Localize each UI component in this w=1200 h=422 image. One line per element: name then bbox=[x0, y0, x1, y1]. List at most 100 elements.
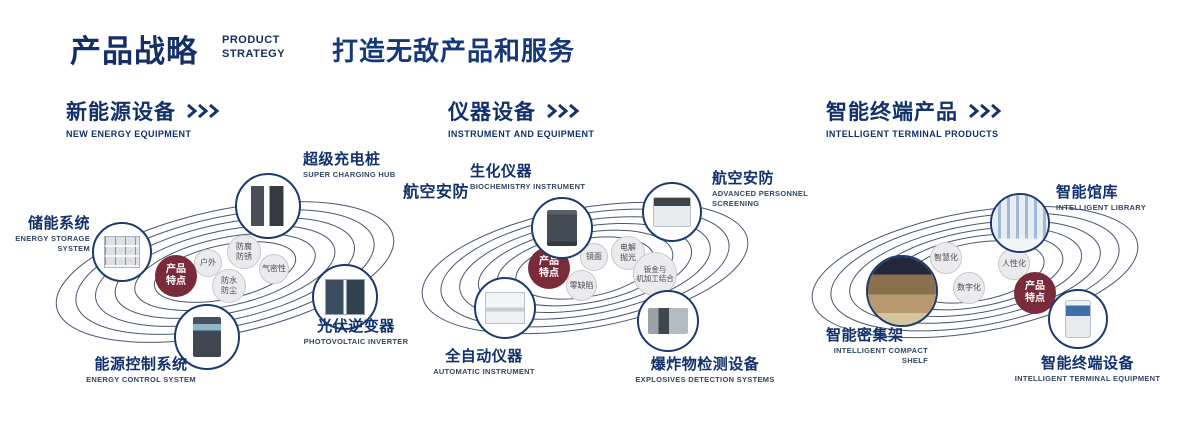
product-name-en: SUPER CHARGING HUB bbox=[303, 170, 396, 179]
feature-bubble: 防水 防尘 bbox=[212, 269, 246, 303]
product-name: 储能系统 bbox=[27, 215, 90, 232]
product-circle-biochemistry-instrument bbox=[531, 197, 593, 259]
page-tagline: 打造无敌产品和服务 bbox=[332, 36, 576, 66]
product-circle-intelligent-compact-shelf bbox=[866, 255, 938, 327]
feature-text: 防腐 bbox=[236, 242, 252, 252]
feature-text: 防尘 bbox=[221, 286, 237, 295]
product-circle-explosives-detection bbox=[637, 290, 699, 352]
section-title: 仪器设备 bbox=[448, 101, 536, 124]
product-name: 爆炸物检测设备 bbox=[650, 356, 760, 373]
product-name: 生化仪器 bbox=[470, 163, 533, 180]
energy-control-system-product-image bbox=[192, 317, 222, 357]
page-title: 产品战略 bbox=[70, 34, 198, 69]
page-title-en-line: STRATEGY bbox=[222, 47, 286, 60]
section-head-new-energy: 新能源设备 NEW ENERGY EQUIPMENT bbox=[66, 96, 220, 139]
feature-text: 钣金与 bbox=[643, 265, 667, 274]
orbit-ring bbox=[811, 205, 1139, 339]
section-title: 新能源设备 bbox=[66, 101, 176, 124]
section-subtitle: INTELLIGENT TERMINAL PRODUCTS bbox=[826, 129, 999, 139]
product-name-en: ENERGY CONTROL SYSTEM bbox=[86, 375, 196, 384]
explosives-detection-product-image bbox=[647, 307, 689, 335]
product-label-super-charging-hub: 超级充电桩 SUPER CHARGING HUB bbox=[303, 151, 433, 180]
super-charging-hub-product-image bbox=[250, 185, 286, 227]
product-circle-energy-storage bbox=[92, 222, 152, 282]
feature-text: 户外 bbox=[200, 258, 216, 268]
product-name: 智能密集架 bbox=[826, 327, 904, 344]
triple-chevron-icon bbox=[187, 104, 220, 118]
section-subtitle: INSTRUMENT AND EQUIPMENT bbox=[448, 129, 595, 139]
product-label-personnel-screening: 航空安防 ADVANCED PERSONNEL SCREENING bbox=[712, 170, 830, 209]
page-title-en-line: PRODUCT bbox=[222, 34, 280, 46]
product-circle-personnel-screening bbox=[642, 182, 702, 242]
product-label-intelligent-library: 智能馆库 INTELLIGENT LIBRARY bbox=[1056, 184, 1176, 213]
intelligent-terminal-product-image bbox=[1065, 299, 1091, 339]
product-name: 全自动仪器 bbox=[445, 348, 523, 365]
intelligent-library-product-image bbox=[992, 195, 1048, 251]
feature-text: 机加工结合 bbox=[636, 274, 674, 283]
product-label-intelligent-compact-shelf: 智能密集架 INTELLIGENT COMPACT SHELF bbox=[826, 327, 958, 366]
product-features-badge: 产品 特点 bbox=[155, 255, 197, 297]
aviation-security-side-label: 航空安防 bbox=[403, 184, 470, 201]
product-name: 能源控制系统 bbox=[94, 356, 188, 373]
feature-text: 防水 bbox=[221, 276, 237, 286]
product-label-energy-control-system: 能源控制系统 ENERGY CONTROL SYSTEM bbox=[82, 356, 200, 385]
section-head-instruments: 仪器设备 INSTRUMENT AND EQUIPMENT bbox=[448, 96, 594, 139]
product-circle-automatic-instrument bbox=[474, 277, 536, 339]
feature-text: 电解 bbox=[620, 243, 636, 253]
product-name-en: INTELLIGENT TERMINAL EQUIPMENT bbox=[1014, 374, 1161, 383]
feature-text: 镜面 bbox=[586, 252, 602, 262]
orbit-ring bbox=[830, 212, 1120, 332]
product-name: 智能馆库 bbox=[1056, 184, 1119, 201]
product-circle-energy-control-system bbox=[174, 304, 240, 370]
product-circle-super-charging-hub bbox=[235, 173, 301, 239]
feature-text: 气密性 bbox=[262, 264, 286, 274]
energy-storage-product-image bbox=[104, 235, 140, 269]
product-name: 超级充电桩 bbox=[303, 151, 381, 168]
feature-text: 数字化 bbox=[957, 283, 981, 293]
badge-line: 特点 bbox=[1025, 293, 1045, 304]
product-name: 智能终端设备 bbox=[1040, 355, 1134, 372]
personnel-screening-product-image bbox=[653, 197, 691, 227]
feature-bubble: 数字化 bbox=[953, 272, 985, 304]
triple-chevron-icon bbox=[547, 104, 580, 118]
product-label-automatic-instrument: 全自动仪器 AUTOMATIC INSTRUMENT bbox=[428, 348, 540, 377]
automatic-instrument-product-image bbox=[485, 291, 525, 325]
product-name: 航空安防 bbox=[712, 170, 775, 187]
product-circle-photovoltaic-inverter bbox=[312, 264, 378, 330]
product-features-badge: 产品 特点 bbox=[1014, 272, 1056, 314]
product-circle-intelligent-library bbox=[990, 193, 1050, 253]
product-name-en: INTELLIGENT LIBRARY bbox=[1056, 203, 1147, 212]
feature-bubble: 钣金与 机加工结合 bbox=[633, 252, 677, 296]
feature-text: 智慧化 bbox=[934, 253, 958, 263]
product-name-en: AUTOMATIC INSTRUMENT bbox=[433, 367, 535, 376]
badge-line: 产品 bbox=[1025, 280, 1045, 292]
feature-bubble: 零缺陷 bbox=[566, 270, 597, 301]
product-label-biochemistry-instrument: 生化仪器 BIOCHEMISTRY INSTRUMENT bbox=[470, 163, 610, 192]
intelligent-compact-shelf-product-image bbox=[868, 257, 936, 325]
feature-text: 人性化 bbox=[1002, 259, 1026, 269]
page-title-en: PRODUCT STRATEGY bbox=[222, 34, 285, 62]
product-label-intelligent-terminal: 智能终端设备 INTELLIGENT TERMINAL EQUIPMENT bbox=[1005, 355, 1170, 384]
feature-text: 零缺陷 bbox=[569, 280, 594, 290]
section-title: 智能终端产品 bbox=[826, 101, 958, 124]
feature-bubble: 防腐 防锈 bbox=[227, 235, 261, 269]
badge-line: 产品 bbox=[539, 255, 559, 267]
product-name-en: BIOCHEMISTRY INSTRUMENT bbox=[470, 182, 586, 191]
feature-text: 防锈 bbox=[236, 252, 252, 261]
product-circle-intelligent-terminal bbox=[1048, 289, 1108, 349]
product-name-en: ADVANCED PERSONNEL SCREENING bbox=[712, 189, 808, 208]
product-label-photovoltaic-inverter: 光伏逆变器 PHOTOVOLTAIC INVERTER bbox=[300, 318, 412, 347]
feature-bubble: 智慧化 bbox=[930, 242, 962, 274]
orbit-ring bbox=[114, 225, 336, 319]
product-label-energy-storage: 储能系统 ENERGY STORAGE SYSTEM bbox=[4, 215, 90, 254]
orbit-ring bbox=[849, 220, 1101, 324]
product-name-en: ENERGY STORAGE SYSTEM bbox=[15, 234, 90, 253]
product-name-en: INTELLIGENT COMPACT SHELF bbox=[833, 346, 928, 365]
section-head-intelligent-terminal: 智能终端产品 INTELLIGENT TERMINAL PRODUCTS bbox=[826, 96, 1002, 139]
photovoltaic-inverter-product-image bbox=[324, 278, 366, 316]
triple-chevron-icon bbox=[969, 104, 1002, 118]
badge-line: 特点 bbox=[166, 276, 186, 287]
feature-text: 抛光 bbox=[620, 253, 636, 262]
product-name: 光伏逆变器 bbox=[317, 318, 395, 335]
